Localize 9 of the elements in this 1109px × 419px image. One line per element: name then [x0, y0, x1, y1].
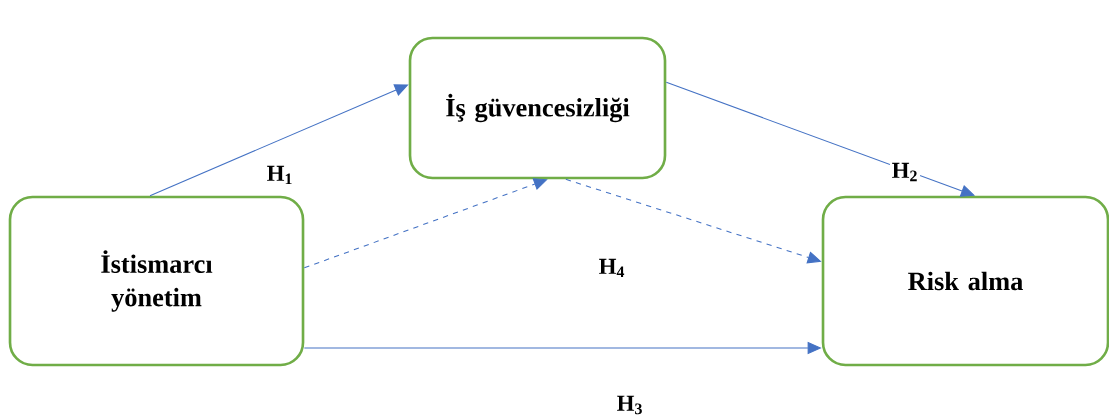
process-box: İstismarcı yönetim: [8, 195, 305, 367]
edge-label: H$_{3}$: [614, 394, 646, 416]
arrow: [665, 81, 975, 197]
edge-label: H$_{1}$: [264, 164, 296, 186]
edge-label: H$_{4}$: [596, 257, 628, 279]
arrow: [303, 178, 548, 269]
edge-label: H$_{2}$: [889, 161, 921, 183]
process-box: Risk alma: [821, 195, 1109, 367]
process-box: İş güvencesizliği: [408, 36, 667, 180]
